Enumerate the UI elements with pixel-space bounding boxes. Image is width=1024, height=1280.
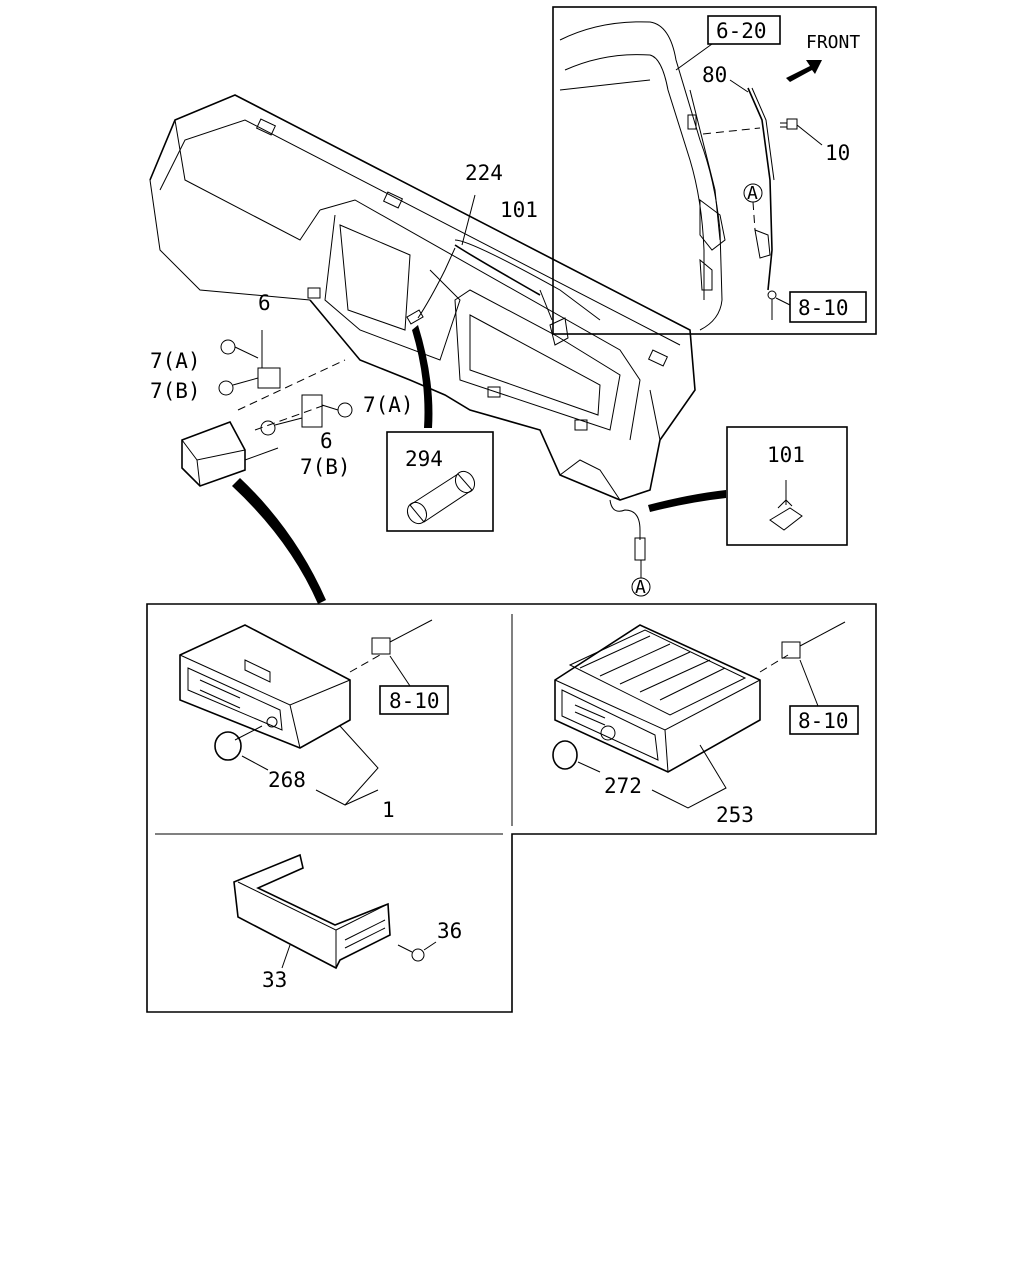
labels: 6-20 FRONT 80 10 A 8-10 224 101 6 7(A) 7… xyxy=(150,19,860,992)
bracket-assembly xyxy=(181,330,353,487)
label-7b-left: 7(B) xyxy=(150,379,201,403)
screw-7a-right-icon xyxy=(321,402,353,418)
label-7a-right: 7(A) xyxy=(363,393,414,417)
label-front: FRONT xyxy=(806,32,860,53)
label-101-box: 101 xyxy=(767,443,805,467)
radio-unit-253 xyxy=(552,621,859,809)
pointer-to-294 xyxy=(412,325,433,428)
bracket-6-top xyxy=(257,367,281,389)
part-box-101 xyxy=(726,426,848,546)
label-1: 1 xyxy=(382,798,395,822)
pointer-to-radio xyxy=(232,478,326,604)
instrument-panel xyxy=(149,94,696,561)
label-272: 272 xyxy=(604,774,642,798)
bracket-6-bottom xyxy=(301,394,323,428)
ref-box-8-10-top xyxy=(789,291,867,323)
label-10: 10 xyxy=(825,141,850,165)
label-294: 294 xyxy=(405,447,443,471)
label-253: 253 xyxy=(716,803,754,827)
screw-7b-left-icon xyxy=(218,377,259,396)
clip-101-icon xyxy=(769,480,803,531)
label-33: 33 xyxy=(262,968,287,992)
label-ref-8-10-top: 8-10 xyxy=(798,296,849,320)
front-arrow-icon xyxy=(786,60,822,82)
radio-unit-1 xyxy=(179,619,449,806)
pointer-to-101 xyxy=(648,490,726,512)
knob-272-icon xyxy=(552,740,578,770)
label-6-bottom: 6 xyxy=(320,429,333,453)
label-circle-a-bottom: A xyxy=(635,577,646,598)
label-ref-8-10-left: 8-10 xyxy=(389,689,440,713)
label-ref-8-10-right: 8-10 xyxy=(798,709,849,733)
label-6-top: 6 xyxy=(258,291,271,315)
label-224: 224 xyxy=(465,161,503,185)
label-80: 80 xyxy=(702,63,727,87)
label-7b-bottom: 7(B) xyxy=(300,455,351,479)
ref-box-8-10-left xyxy=(379,685,449,715)
bezel-33 xyxy=(233,853,437,970)
label-101: 101 xyxy=(500,198,538,222)
screw-7a-left-icon xyxy=(220,339,259,359)
part-box-294 xyxy=(386,431,494,532)
inset-antenna xyxy=(552,6,877,335)
ref-box-6-20 xyxy=(707,15,781,45)
screw-36-icon xyxy=(397,941,437,962)
connector-a-marker-bottom xyxy=(631,560,651,597)
sleeve-294-icon xyxy=(406,470,476,525)
label-7a-left: 7(A) xyxy=(150,349,201,373)
label-ref-6-20: 6-20 xyxy=(716,19,767,43)
ref-box-8-10-right xyxy=(789,705,859,735)
knob-268-icon xyxy=(214,725,263,761)
label-circle-a: A xyxy=(747,183,758,204)
radio-detail-frame xyxy=(146,603,877,1013)
label-36: 36 xyxy=(437,919,462,943)
bolt-10-icon xyxy=(780,118,798,130)
label-268: 268 xyxy=(268,768,306,792)
